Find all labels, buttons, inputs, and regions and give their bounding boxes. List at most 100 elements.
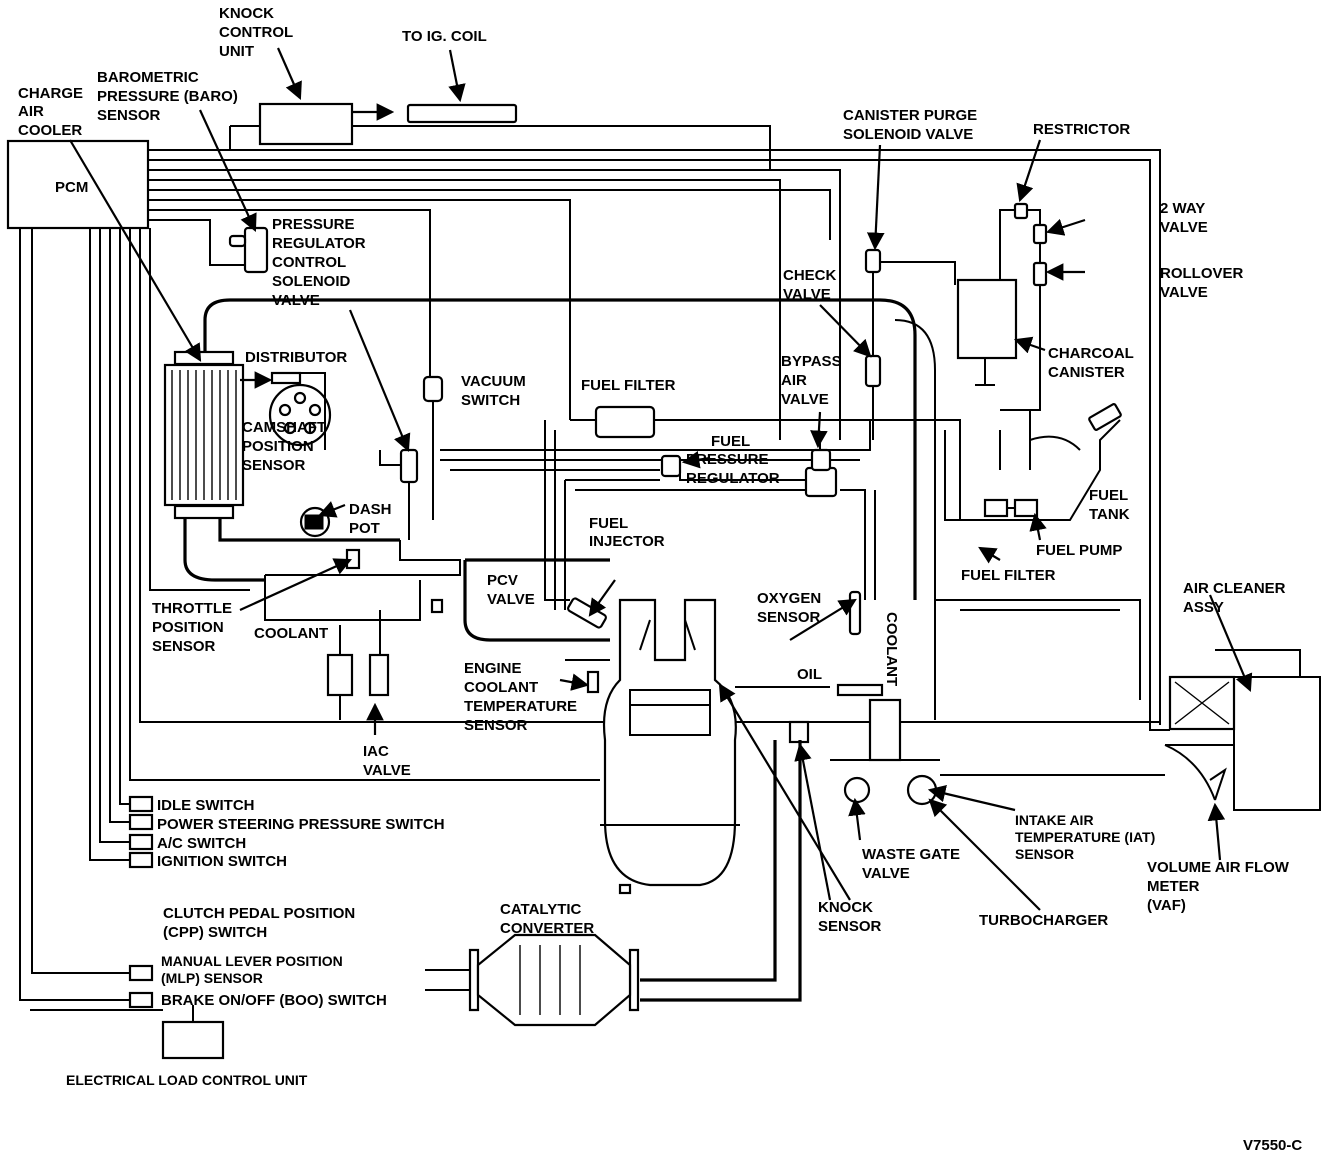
exhaust-system	[425, 740, 802, 1027]
svg-text:CLUTCH PEDAL POSITION: CLUTCH PEDAL POSITION	[163, 905, 355, 922]
svg-text:ROLLOVER: ROLLOVER	[1160, 265, 1244, 282]
charcoal-canister	[956, 209, 1018, 386]
svg-text:SENSOR: SENSOR	[97, 107, 161, 124]
svg-text:SENSOR: SENSOR	[1015, 846, 1074, 862]
fuel-filter-right-label: FUEL FILTER	[961, 567, 1056, 584]
svg-text:INJECTOR: INJECTOR	[589, 533, 665, 550]
canister-purge-solenoid-valve-label: CANISTER PURGE SOLENOID VALVE	[843, 107, 977, 143]
oil-label: OIL	[797, 666, 822, 683]
canister-purge-solenoid	[864, 248, 956, 440]
svg-text:CHARGE: CHARGE	[18, 85, 83, 102]
svg-text:VALVE: VALVE	[272, 292, 320, 309]
svg-text:CONTROL: CONTROL	[272, 254, 346, 271]
camshaft-position-sensor-label: CAMSHAFT POSITION SENSOR	[242, 419, 326, 474]
barometric-pressure-sensor-label: BAROMETRIC PRESSURE (BARO) SENSOR	[97, 69, 238, 124]
svg-text:INTAKE AIR: INTAKE AIR	[1015, 812, 1094, 828]
svg-text:KNOCK: KNOCK	[818, 899, 873, 916]
switch-connectors	[30, 795, 225, 1060]
waste-gate-valve-label: WASTE GATE VALVE	[862, 846, 960, 882]
svg-text:TEMPERATURE (IAT): TEMPERATURE (IAT)	[1015, 829, 1155, 845]
fuel-tank-label: FUEL TANK	[1089, 487, 1130, 523]
svg-text:TANK: TANK	[1089, 506, 1130, 523]
svg-text:CANISTER PURGE: CANISTER PURGE	[843, 107, 977, 124]
svg-text:FUEL: FUEL	[711, 433, 750, 450]
charge-air-cooler	[163, 298, 917, 600]
svg-text:CONTROL: CONTROL	[219, 24, 293, 41]
svg-text:FUEL: FUEL	[589, 515, 628, 532]
knock-control-unit	[229, 102, 771, 170]
svg-text:IAC: IAC	[363, 743, 389, 760]
power-steering-pressure-switch-label: POWER STEERING PRESSURE SWITCH	[157, 816, 445, 833]
check-valve-label: CHECK VALVE	[783, 267, 837, 303]
svg-text:VALVE: VALVE	[783, 286, 831, 303]
svg-text:CONVERTER: CONVERTER	[500, 920, 594, 937]
svg-text:POSITION: POSITION	[242, 438, 314, 455]
svg-text:TEMPERATURE: TEMPERATURE	[464, 698, 577, 715]
fuel-injector-label: FUEL INJECTOR	[589, 515, 665, 550]
fuel-pressure-regulator	[660, 454, 838, 498]
mlp-sensor-label: MANUAL LEVER POSITION (MLP) SENSOR	[161, 953, 343, 986]
svg-text:(VAF): (VAF)	[1147, 897, 1186, 914]
fuel-tank	[944, 403, 1122, 521]
svg-text:SENSOR: SENSOR	[757, 609, 821, 626]
svg-text:SENSOR: SENSOR	[464, 717, 528, 734]
svg-text:SOLENOID VALVE: SOLENOID VALVE	[843, 126, 973, 143]
fuel-injector	[567, 597, 607, 629]
svg-text:ENGINE: ENGINE	[464, 660, 522, 677]
ig-coil-connector	[406, 103, 518, 124]
iac-valve-label: IAC VALVE	[363, 743, 411, 779]
svg-text:PCV: PCV	[487, 572, 518, 589]
fuel-filter-top	[570, 405, 656, 439]
bypass-air-valve-label: BYPASS AIR VALVE	[781, 353, 842, 408]
charge-air-cooler-label: CHARGE AIR COOLER	[18, 85, 83, 139]
svg-text:POT: POT	[349, 520, 380, 537]
boo-switch-label: BRAKE ON/OFF (BOO) SWITCH	[161, 992, 387, 1009]
svg-text:WASTE GATE: WASTE GATE	[862, 846, 960, 863]
svg-text:VALVE: VALVE	[862, 865, 910, 882]
svg-text:2 WAY: 2 WAY	[1160, 200, 1205, 217]
svg-text:SWITCH: SWITCH	[461, 392, 520, 409]
to-ig-coil-label: TO IG. COIL	[402, 28, 487, 45]
coolant-vertical-label: COOLANT	[883, 612, 900, 686]
svg-text:DASH: DASH	[349, 501, 392, 518]
svg-text:PRESSURE (BARO): PRESSURE (BARO)	[97, 88, 238, 105]
svg-text:SENSOR: SENSOR	[152, 638, 216, 655]
pcm-label: PCM	[55, 179, 88, 196]
svg-text:CATALYTIC: CATALYTIC	[500, 901, 582, 918]
catalytic-converter-label: CATALYTIC CONVERTER	[500, 901, 594, 937]
charcoal-canister-label: CHARCOAL CANISTER	[1048, 345, 1134, 381]
ignition-switch-label: IGNITION SWITCH	[157, 853, 287, 870]
svg-text:UNIT: UNIT	[219, 43, 254, 60]
svg-text:VALVE: VALVE	[1160, 284, 1208, 301]
svg-text:BAROMETRIC: BAROMETRIC	[97, 69, 199, 86]
engine-block	[600, 598, 740, 895]
svg-text:KNOCK: KNOCK	[219, 5, 274, 22]
svg-text:(CPP) SWITCH: (CPP) SWITCH	[163, 924, 267, 941]
svg-text:SENSOR: SENSOR	[818, 918, 882, 935]
svg-text:MANUAL LEVER POSITION: MANUAL LEVER POSITION	[161, 953, 343, 969]
intake-ducting	[218, 319, 1141, 720]
fuel-pressure-regulator-label: FUEL PRESSURE REGULATOR	[686, 433, 780, 487]
fuel-pump-label: FUEL PUMP	[1036, 542, 1122, 559]
svg-text:ASSY: ASSY	[1183, 599, 1224, 616]
distributor-label: DISTRIBUTOR	[245, 349, 347, 366]
vacuum-switch	[422, 375, 444, 520]
svg-text:VALVE: VALVE	[781, 391, 829, 408]
oxygen-sensor	[848, 590, 862, 636]
svg-text:PRESSURE: PRESSURE	[272, 216, 355, 233]
vacuum-switch-label: VACUUM SWITCH	[461, 373, 526, 409]
svg-text:FUEL: FUEL	[1089, 487, 1128, 504]
svg-text:CANISTER: CANISTER	[1048, 364, 1125, 381]
svg-text:VALVE: VALVE	[1160, 219, 1208, 236]
throttle-body-iac	[326, 548, 444, 720]
prc-solenoid-valve-label: PRESSURE REGULATOR CONTROL SOLENOID VALV…	[272, 216, 366, 309]
fuel-filter-top-label: FUEL FILTER	[581, 377, 676, 394]
fuel-lines	[440, 419, 961, 610]
idle-switch-label: IDLE SWITCH	[157, 797, 255, 814]
svg-text:CHARCOAL: CHARCOAL	[1048, 345, 1134, 362]
vaf-meter-label: VOLUME AIR FLOW METER (VAF)	[1147, 859, 1290, 914]
svg-text:REGULATOR: REGULATOR	[272, 235, 366, 252]
air-cleaner-assy	[940, 649, 1321, 811]
svg-text:CHECK: CHECK	[783, 267, 837, 284]
